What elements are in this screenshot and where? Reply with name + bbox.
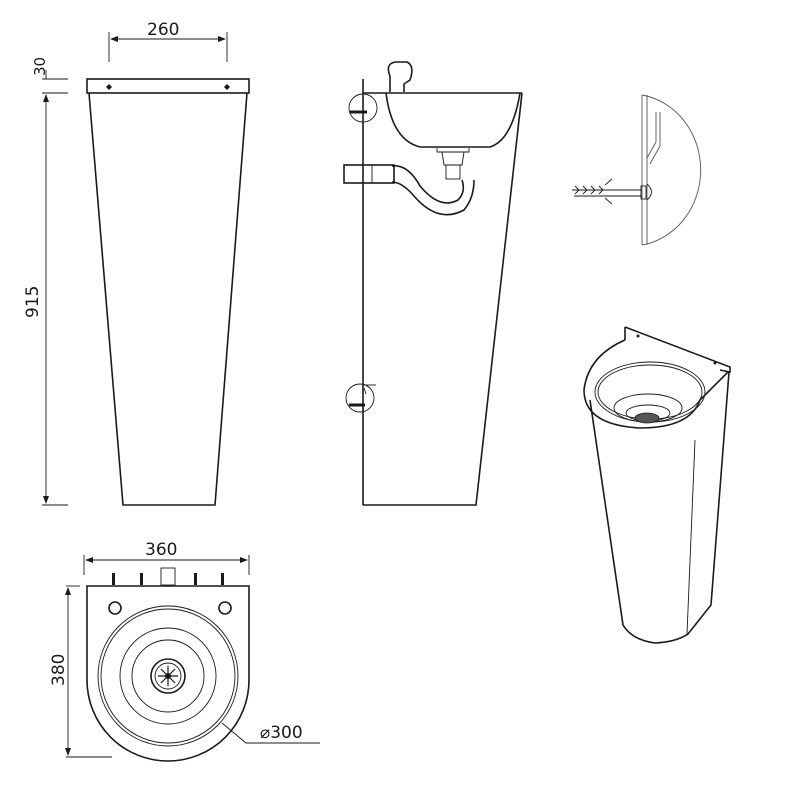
dimension-total-height: 915: [23, 286, 43, 318]
dimension-plan-width: 360: [145, 540, 177, 560]
isometric-view: [583, 326, 731, 644]
dimension-bowl-diameter: ⌀300: [260, 723, 303, 743]
front-view: [42, 32, 250, 506]
side-section-view: [343, 61, 523, 506]
wall-fixing-detail: [572, 94, 702, 246]
dimension-plan-depth: 380: [49, 654, 69, 686]
top-view: [65, 555, 320, 762]
dimension-top-width: 260: [147, 20, 179, 40]
dimension-rim-height: 30: [31, 57, 49, 76]
